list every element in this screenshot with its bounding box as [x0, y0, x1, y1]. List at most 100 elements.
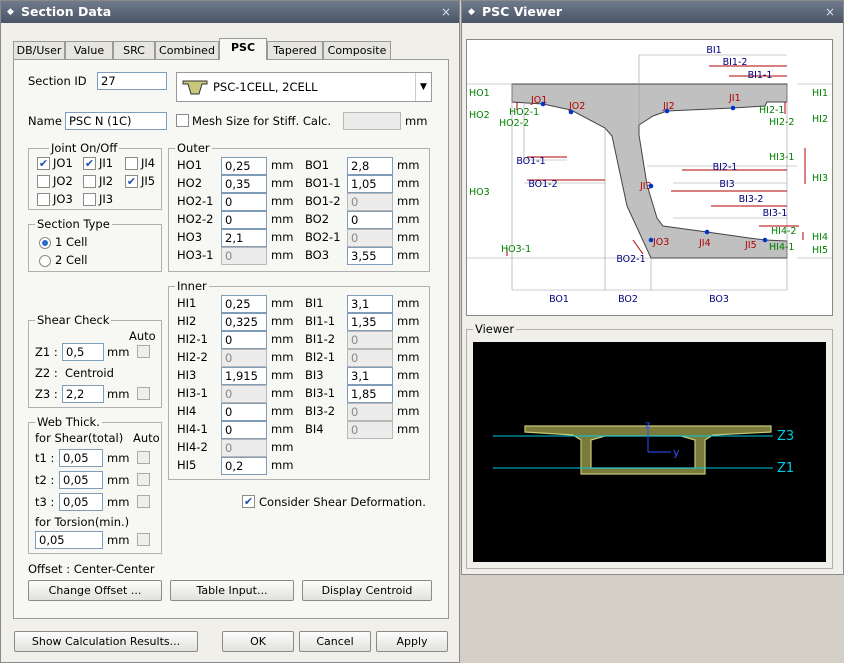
joint-checkbox-jo2[interactable] — [37, 175, 50, 188]
section-type-select[interactable]: PSC-1CELL, 2CELL ▼ — [176, 72, 432, 102]
outer-bo2-1-input[interactable]: 0 — [347, 229, 393, 247]
inner-hi1-input[interactable]: 0,25 — [221, 295, 267, 313]
close-icon[interactable]: × — [824, 5, 835, 19]
mesh-size-input[interactable] — [343, 112, 401, 130]
inner-hi3-1-input[interactable]: 0 — [221, 385, 267, 403]
z1-auto-checkbox[interactable] — [137, 345, 150, 358]
t2-input[interactable]: 0,05 — [59, 471, 103, 489]
label-ho3-1: HO3-1 — [501, 244, 531, 255]
inner-bi3-2-input[interactable]: 0 — [347, 403, 393, 421]
torsion-input[interactable]: 0,05 — [35, 531, 103, 549]
consider-shear-checkbox[interactable]: ✔ — [242, 495, 255, 508]
outer-ho2-1-input[interactable]: 0 — [221, 193, 267, 211]
joint-checkbox-ji5[interactable]: ✔ — [125, 175, 138, 188]
tab-combined[interactable]: Combined — [155, 41, 219, 59]
z1-input[interactable]: 0,5 — [62, 343, 104, 361]
label-bo1-1: BO1-1 — [516, 156, 545, 167]
outer-ho1-input[interactable]: 0,25 — [221, 157, 267, 175]
tab-db-user[interactable]: DB/User — [13, 41, 65, 59]
outer-bo1-2-label: BO1-2 — [305, 194, 341, 208]
show-calculation-results-button[interactable]: Show Calculation Results... — [14, 631, 198, 652]
inner-hi4-input[interactable]: 0 — [221, 403, 267, 421]
outer-ho2-input[interactable]: 0,35 — [221, 175, 267, 193]
inner-hi2-1-input[interactable]: 0 — [221, 331, 267, 349]
outer-ho1-unit: mm — [271, 158, 294, 172]
display-centroid-button[interactable]: Display Centroid — [302, 580, 432, 601]
inner-hi4-2-input[interactable]: 0 — [221, 439, 267, 457]
outer-ho2-2-input[interactable]: 0 — [221, 211, 267, 229]
outer-bo2-input[interactable]: 0 — [347, 211, 393, 229]
inner-bi3-1-input[interactable]: 1,85 — [347, 385, 393, 403]
label-bo2-1: BO2-1 — [616, 254, 645, 265]
joint-checkbox-jo1[interactable]: ✔ — [37, 157, 50, 170]
inner-hi4-2-unit: mm — [271, 440, 294, 454]
tab-value[interactable]: Value — [65, 41, 113, 59]
grip-icon: ◆ — [7, 7, 14, 17]
inner-bi2-1-input[interactable]: 0 — [347, 349, 393, 367]
inner-hi2-2-input[interactable]: 0 — [221, 349, 267, 367]
apply-button[interactable]: Apply — [376, 631, 448, 652]
outer-ho3-label: HO3 — [177, 230, 203, 244]
section-id-input[interactable]: 27 — [97, 72, 167, 90]
chevron-down-icon[interactable]: ▼ — [415, 73, 431, 101]
inner-bi1-2-input[interactable]: 0 — [347, 331, 393, 349]
outer-bo1-input[interactable]: 2,8 — [347, 157, 393, 175]
outer-bo3-input[interactable]: 3,55 — [347, 247, 393, 265]
ok-button[interactable]: OK — [222, 631, 294, 652]
outer-bo1-label: BO1 — [305, 158, 330, 172]
tab-src[interactable]: SRC — [113, 41, 155, 59]
close-icon[interactable]: × — [440, 5, 451, 19]
section-data-titlebar[interactable]: ◆ Section Data × — [1, 1, 459, 23]
torsion-auto-checkbox[interactable] — [137, 533, 150, 546]
outer-ho3-input[interactable]: 2,1 — [221, 229, 267, 247]
viewer-canvas[interactable]: Z3 Z1 z y — [473, 342, 826, 562]
inner-hi5-input[interactable]: 0,2 — [221, 457, 267, 475]
label-bo1-2: BO1-2 — [528, 179, 557, 190]
t3-label: t3 : — [35, 495, 55, 509]
joint-checkbox-ji4[interactable] — [125, 157, 138, 170]
outer-bo1-2-input[interactable]: 0 — [347, 193, 393, 211]
psc-viewer-titlebar[interactable]: ◆ PSC Viewer × — [462, 1, 843, 23]
inner-hi2-input[interactable]: 0,325 — [221, 313, 267, 331]
t1-input[interactable]: 0,05 — [59, 449, 103, 467]
viewer-group: Viewer Z3 Z1 z y — [466, 322, 833, 569]
change-offset-button[interactable]: Change Offset ... — [28, 580, 162, 601]
outer-bo1-1-label: BO1-1 — [305, 176, 341, 190]
cancel-button[interactable]: Cancel — [299, 631, 371, 652]
inner-hi3-input[interactable]: 1,915 — [221, 367, 267, 385]
t3-auto-checkbox[interactable] — [137, 495, 150, 508]
outer-bo1-1-input[interactable]: 1,05 — [347, 175, 393, 193]
label-ji3: JI3 — [639, 181, 652, 192]
tab-psc[interactable]: PSC — [219, 38, 267, 60]
joint-checkbox-ji3[interactable] — [83, 193, 96, 206]
inner-hi4-1-input[interactable]: 0 — [221, 421, 267, 439]
inner-hi4-unit: mm — [271, 404, 294, 418]
joint-checkbox-jo3[interactable] — [37, 193, 50, 206]
t1-auto-checkbox[interactable] — [137, 451, 150, 464]
mesh-size-checkbox[interactable] — [176, 114, 189, 127]
inner-bi1-input[interactable]: 3,1 — [347, 295, 393, 313]
t2-auto-checkbox[interactable] — [137, 473, 150, 486]
label-jo3: JO3 — [652, 237, 669, 248]
radio-2-cell[interactable] — [39, 255, 51, 267]
z3-input[interactable]: 2,2 — [62, 385, 104, 403]
inner-bi1-1-input[interactable]: 1,35 — [347, 313, 393, 331]
label-ho2-1: HO2-1 — [509, 107, 539, 118]
shear-auto-label: Auto — [129, 329, 156, 343]
tab-tapered[interactable]: Tapered — [267, 41, 323, 59]
joint-checkbox-ji1[interactable]: ✔ — [83, 157, 96, 170]
outer-ho2-2-label: HO2-2 — [177, 212, 214, 226]
table-input-button[interactable]: Table Input... — [170, 580, 294, 601]
z3-auto-checkbox[interactable] — [137, 387, 150, 400]
outer-ho3-1-input[interactable]: 0 — [221, 247, 267, 265]
joint-checkbox-ji2[interactable] — [83, 175, 96, 188]
consider-shear-label: Consider Shear Deformation. — [259, 495, 426, 509]
panel-title: Section Data — [21, 4, 112, 19]
name-input[interactable]: PSC N (1C) — [65, 112, 167, 130]
inner-bi4-input[interactable]: 0 — [347, 421, 393, 439]
label-hi5: HI5 — [812, 245, 828, 256]
tab-composite[interactable]: Composite — [323, 41, 391, 59]
radio-1-cell[interactable] — [39, 237, 51, 249]
t3-input[interactable]: 0,05 — [59, 493, 103, 511]
inner-bi3-input[interactable]: 3,1 — [347, 367, 393, 385]
